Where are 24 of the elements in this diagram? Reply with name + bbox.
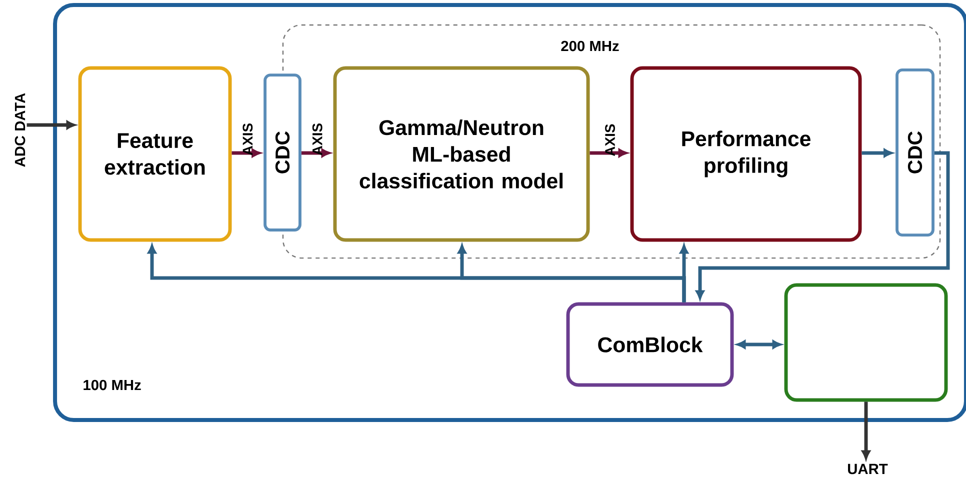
process-box: Feature extraction [78, 66, 232, 242]
process-box: Gamma/Neutron ML-based classification model [333, 66, 590, 242]
output-label: UART [848, 464, 888, 474]
region-label: 100 MHz [84, 380, 141, 390]
cdc-bar: CDC [896, 68, 934, 236]
cdc-bar: CDC [264, 74, 302, 232]
process-box: Performance profiling [630, 66, 862, 242]
outer-box [53, 3, 966, 422]
processor-box [784, 283, 948, 402]
input-label: ADC DATA [14, 93, 26, 167]
arrow [680, 244, 688, 302]
arrow [301, 148, 330, 158]
arrow [26, 120, 76, 130]
arrow [862, 148, 893, 158]
arrow [736, 340, 782, 349]
arrow [232, 148, 261, 158]
arrow [590, 148, 628, 158]
process-box: ComBlock [566, 302, 734, 387]
edge-label: AXIS [605, 124, 615, 156]
arrow [862, 402, 870, 460]
edge-label: AXIS [242, 123, 253, 156]
edge-label: AXIS [312, 123, 322, 156]
arrow [696, 151, 950, 300]
region-label: 200 MHz [558, 38, 622, 54]
